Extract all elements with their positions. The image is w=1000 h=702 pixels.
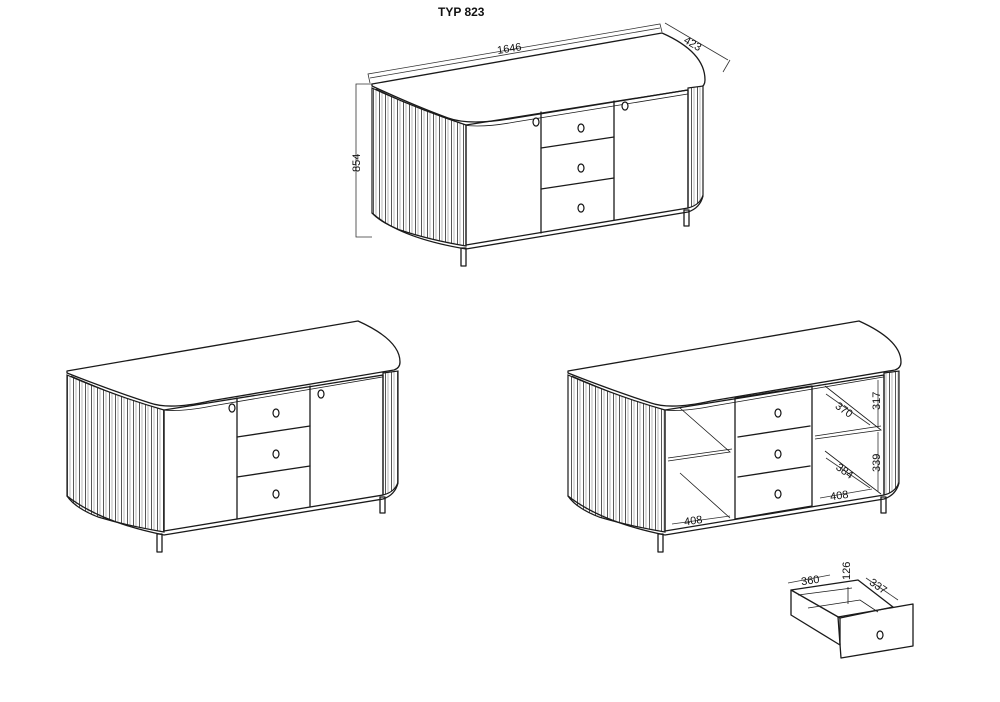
dim-left-shelf-width: 408 — [683, 514, 703, 528]
sideboard-open-view: 408 408 370 384 317 339 — [567, 320, 902, 553]
drawer-detail: 360 126 337 — [787, 562, 914, 659]
dim-upper-height: 317 — [871, 392, 883, 410]
dim-lower-depth: 384 — [833, 461, 855, 481]
dim-upper-depth: 370 — [833, 400, 855, 420]
dim-depth: 423 — [681, 34, 703, 54]
dim-drawer-height: 126 — [841, 562, 853, 580]
dim-drawer-depth: 337 — [867, 577, 889, 597]
sideboard-closed-view — [66, 320, 401, 553]
knob-icon — [532, 117, 540, 127]
dim-right-shelf-width: 408 — [829, 489, 849, 503]
dim-drawer-width: 360 — [800, 574, 820, 588]
dim-lower-height: 339 — [871, 454, 883, 472]
dim-height: 854 — [351, 154, 363, 172]
dim-width: 1646 — [496, 41, 522, 57]
model-title: TYP 823 — [438, 5, 485, 19]
sideboard-top-view: 1646 423 854 — [351, 22, 731, 267]
